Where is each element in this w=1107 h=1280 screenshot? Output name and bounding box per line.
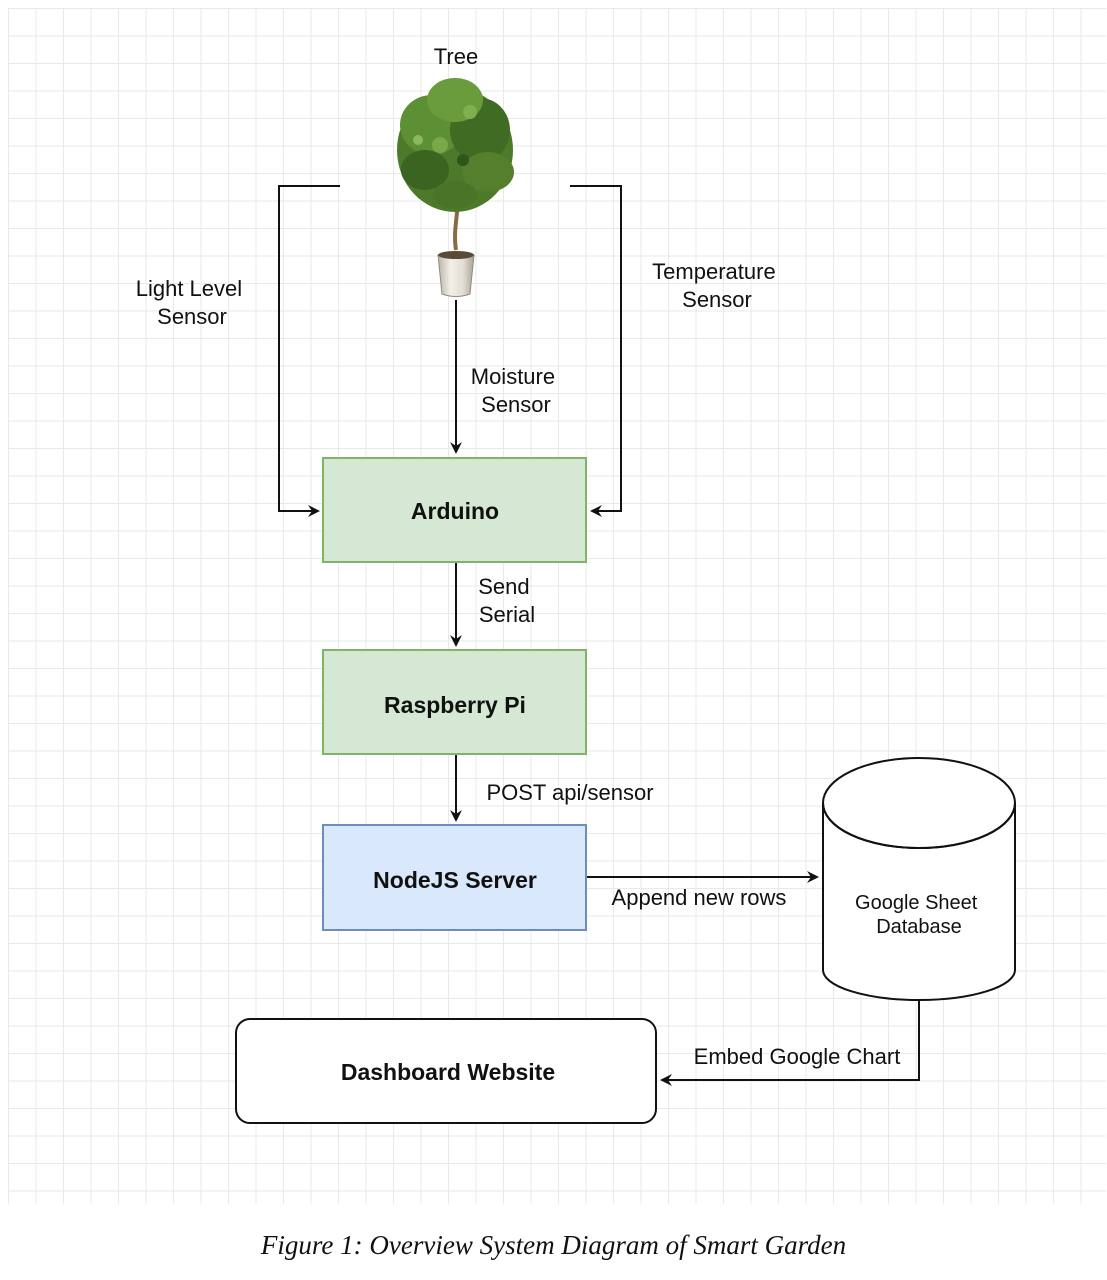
- diagram-canvas: [8, 8, 1106, 1204]
- edge-light-sensor: [278, 185, 340, 517]
- dashboard-node: Dashboard Website: [235, 1018, 657, 1124]
- append-rows-label: Append new rows: [612, 885, 787, 910]
- dashboard-label: Dashboard Website: [341, 1059, 555, 1085]
- edge-embed-chart: [660, 1001, 920, 1086]
- moisture-sensor-label: Moisture Sensor: [471, 364, 561, 417]
- send-serial-label: Send Serial: [478, 574, 536, 627]
- raspberry-pi-label: Raspberry Pi: [384, 692, 526, 718]
- database-label: Google Sheet Database: [855, 892, 983, 938]
- post-api-label: POST api/sensor: [486, 780, 653, 805]
- temperature-sensor-label: Temperature Sensor: [652, 259, 782, 312]
- edge-temperature-sensor: [570, 185, 622, 517]
- nodejs-server-label: NodeJS Server: [373, 867, 537, 893]
- light-sensor-label: Light Level Sensor: [136, 276, 249, 329]
- embed-chart-label: Embed Google Chart: [694, 1044, 901, 1069]
- tree-icon: [397, 78, 514, 297]
- nodejs-server-node: NodeJS Server: [322, 824, 587, 931]
- raspberry-pi-node: Raspberry Pi: [322, 649, 587, 755]
- system-diagram: Tree Light Level Sensor Temperature Sens…: [136, 44, 1016, 1124]
- arduino-node: Arduino: [322, 457, 587, 563]
- figure-caption: Figure 1: Overview System Diagram of Sma…: [260, 1230, 847, 1260]
- arduino-label: Arduino: [411, 498, 499, 524]
- tree-label: Tree: [434, 44, 478, 69]
- database-node: Google Sheet Database: [822, 757, 1016, 1001]
